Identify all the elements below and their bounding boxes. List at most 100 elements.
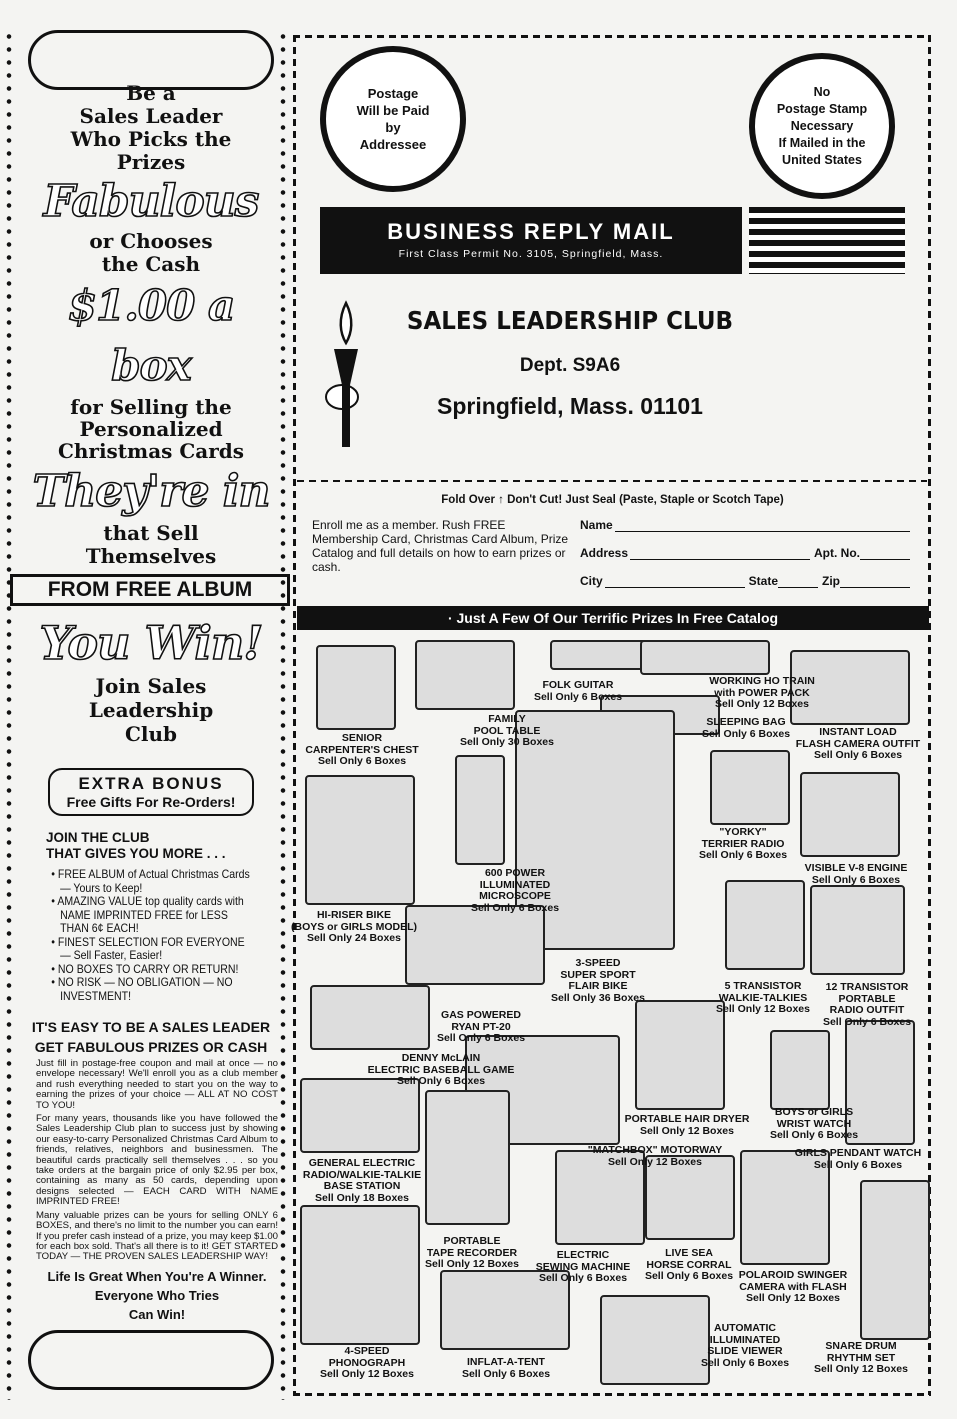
coupon-cut-line-left (293, 35, 296, 1395)
torch-icon (325, 300, 359, 447)
benefit-item: • FREE ALBUM of Actual Christmas Cards —… (51, 867, 250, 895)
prize-name: PORTABLE TAPE RECORDER (426, 1235, 518, 1259)
body-paragraph: Many valuable prizes can be yours for se… (36, 1209, 278, 1263)
prize-caption: HI-RISER BIKE (BOYS or GIRLS MODEL)Sell … (291, 909, 417, 945)
left-dotted-border (6, 30, 12, 1400)
headline-cash: or Chooses the Cash (89, 229, 213, 276)
address-label: Address (580, 546, 629, 560)
benefit-text: FINEST SELECTION FOR EVERYONE — Sell Fas… (57, 934, 245, 962)
mailing-city: Springfield, Mass. 01101 (437, 393, 703, 419)
apt-field[interactable] (860, 559, 910, 560)
scroll-ornament-top (28, 30, 274, 90)
city-field[interactable] (604, 587, 745, 588)
prize-illustration (810, 885, 905, 975)
prize-name: INFLAT-A-TENT (467, 1356, 545, 1368)
prize-name: GAS POWERED RYAN PT-20 (441, 1009, 521, 1033)
prize-boxes: Sell Only 12 Boxes (746, 1292, 840, 1304)
prize-boxes: Sell Only 30 Boxes (460, 736, 554, 748)
reply-mail-stripes (749, 207, 905, 274)
prize-name: "MATCHBOX" MOTORWAY (587, 1144, 723, 1156)
prize-name: ELECTRIC SEWING MACHINE (535, 1249, 631, 1273)
headline-christmas-cards: for Selling the Personalized Christmas C… (57, 395, 245, 463)
coupon-cut-line-right (928, 35, 931, 1395)
body-paragraph: Just fill in postage-free coupon and mai… (36, 1058, 278, 1111)
name-label: Name (580, 518, 613, 532)
benefit-item: • FINEST SELECTION FOR EVERYONE — Sell F… (51, 934, 245, 962)
club-heading: JOIN THE CLUB THAT GIVES YOU MORE . . . (46, 830, 226, 861)
prize-boxes: Sell Only 12 Boxes (320, 1368, 414, 1380)
benefit-item: • AMAZING VALUE top quality cards with N… (51, 894, 244, 935)
fold-line (297, 480, 927, 482)
brm-permit: First Class Permit No. 3105, Springfield… (398, 248, 664, 260)
prize-name: WORKING HO TRAIN with POWER PACK (709, 675, 815, 699)
prize-illustration (415, 640, 515, 710)
department: Dept. S9A6 (519, 355, 621, 376)
prize-illustration (310, 985, 430, 1050)
prize-caption: GENERAL ELECTRIC RADIO/WALKIE-TALKIE BAS… (302, 1157, 422, 1204)
body-paragraph: For many years, thousands like you have … (36, 1113, 278, 1208)
club-name: SALES LEADERSHIP CLUB (406, 306, 734, 335)
prize-boxes: Sell Only 12 Boxes (716, 1003, 810, 1015)
prize-boxes: Sell Only 12 Boxes (608, 1155, 702, 1168)
postage-paid-text: Postage Will be Paid by Addressee (326, 52, 460, 186)
address-field[interactable] (630, 559, 810, 560)
prize-illustration (555, 1150, 645, 1245)
dollar-a-box-lettering: $1.00 a box (67, 280, 236, 391)
prize-boxes: Sell Only 24 Boxes (307, 932, 401, 944)
prize-illustration (845, 1020, 915, 1145)
you-win-lettering: You Win! (39, 615, 265, 671)
coupon-cut-line-top (293, 35, 931, 38)
prize-name: FAMILY POOL TABLE (473, 713, 541, 737)
prize-boxes: Sell Only 12 Boxes (425, 1258, 519, 1270)
prize-illustration (770, 1030, 830, 1110)
prize-illustration (645, 1155, 735, 1240)
prize-name: GENERAL ELECTRIC RADIO/WALKIE-TALKIE BAS… (302, 1157, 422, 1192)
prize-illustration (800, 772, 900, 857)
prize-boxes: Sell Only 6 Boxes (811, 873, 901, 886)
prize-illustration (635, 1000, 725, 1110)
prize-illustration (405, 905, 545, 985)
prize-illustration (725, 880, 805, 970)
benefit-text: NO RISK — NO OBLIGATION — NO INVESTMENT! (57, 975, 233, 1003)
benefit-text: NO BOXES TO CARRY OR RETURN! (57, 961, 239, 976)
prize-name: FOLK GUITAR (542, 679, 614, 691)
prizes-banner: · Just A Few Of Our Terrific Prizes In F… (297, 606, 929, 630)
prize-name: 12 TRANSISTOR PORTABLE RADIO OUTFIT (825, 981, 909, 1016)
prize-illustration (300, 1078, 420, 1153)
extra-bonus-subtitle: Free Gifts For Re-Orders! (66, 794, 236, 810)
benefit-item: • NO RISK — NO OBLIGATION — NO INVESTMEN… (51, 975, 233, 1003)
free-album-box: FROM FREE ALBUM (10, 574, 290, 606)
prize-illustration (455, 755, 505, 865)
prize-boxes: Sell Only 18 Boxes (315, 1191, 409, 1204)
postage-paid-circle: Postage Will be Paid by Addressee (320, 46, 466, 192)
zip-label: Zip (822, 574, 840, 588)
headline-sell-themselves: that Sell Themselves (85, 521, 217, 568)
prize-illustration (600, 1295, 710, 1385)
no-stamp-circle: No Postage Stamp Necessary If Mailed in … (749, 53, 895, 199)
prize-boxes: Sell Only 12 Boxes (814, 1363, 908, 1375)
business-reply-mail-bar: BUSINESS REPLY MAIL First Class Permit N… (320, 207, 742, 274)
extra-bonus-box: EXTRA BONUS Free Gifts For Re-Orders! (48, 768, 254, 816)
fold-instructions: Fold Over ↑ Don't Cut! Just Seal (Paste,… (441, 494, 784, 506)
prize-illustration (860, 1180, 930, 1340)
prize-boxes: Sell Only 6 Boxes (317, 755, 407, 767)
prize-illustration (300, 1205, 420, 1345)
apt-label: Apt. No. (814, 546, 860, 560)
name-field[interactable] (614, 531, 910, 532)
state-field[interactable] (778, 587, 818, 588)
prize-name: POLAROID SWINGER CAMERA with FLASH (738, 1269, 848, 1293)
zip-field[interactable] (840, 587, 910, 588)
prize-name: SENIOR CARPENTER'S CHEST (305, 732, 419, 756)
prize-boxes: Sell Only 6 Boxes (436, 1032, 526, 1044)
